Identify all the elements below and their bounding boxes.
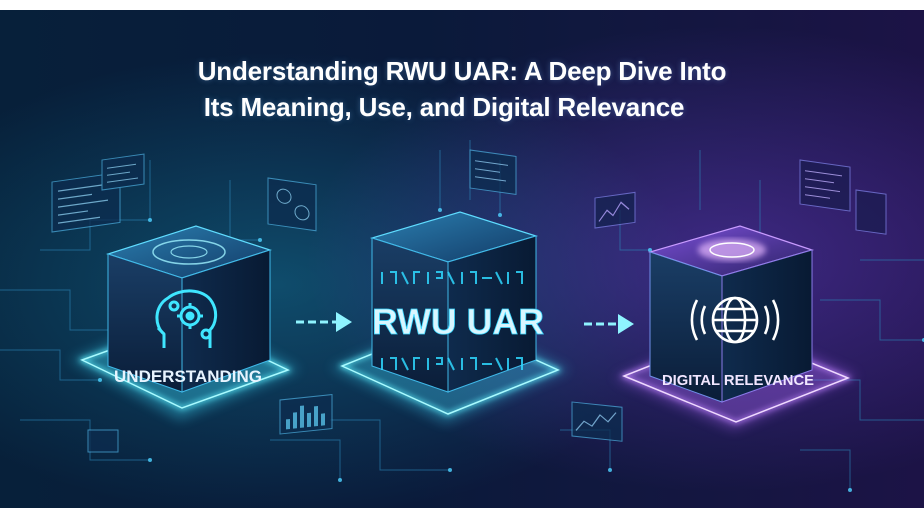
title-line-1: Understanding RWU UAR: A Deep Dive Into bbox=[197, 56, 727, 86]
globe-signal-icon bbox=[690, 296, 780, 344]
title-line-2: Its Meaning, Use, and Digital Relevance bbox=[203, 92, 685, 122]
arrow-right-icon bbox=[584, 314, 634, 334]
cube-digital-relevance bbox=[614, 225, 858, 430]
cube-understanding bbox=[70, 225, 300, 420]
arrow-right-icon bbox=[296, 312, 352, 332]
cube-label-understanding: UNDERSTANDING bbox=[114, 367, 262, 386]
floating-panels bbox=[51, 149, 887, 453]
cube-label-rwu-uar: RWU UAR bbox=[372, 301, 544, 342]
glyph-code-icon bbox=[381, 271, 523, 371]
brain-gear-icon bbox=[155, 289, 218, 348]
cube-label-digital-relevance: DIGITAL RELEVANCE bbox=[662, 372, 814, 389]
